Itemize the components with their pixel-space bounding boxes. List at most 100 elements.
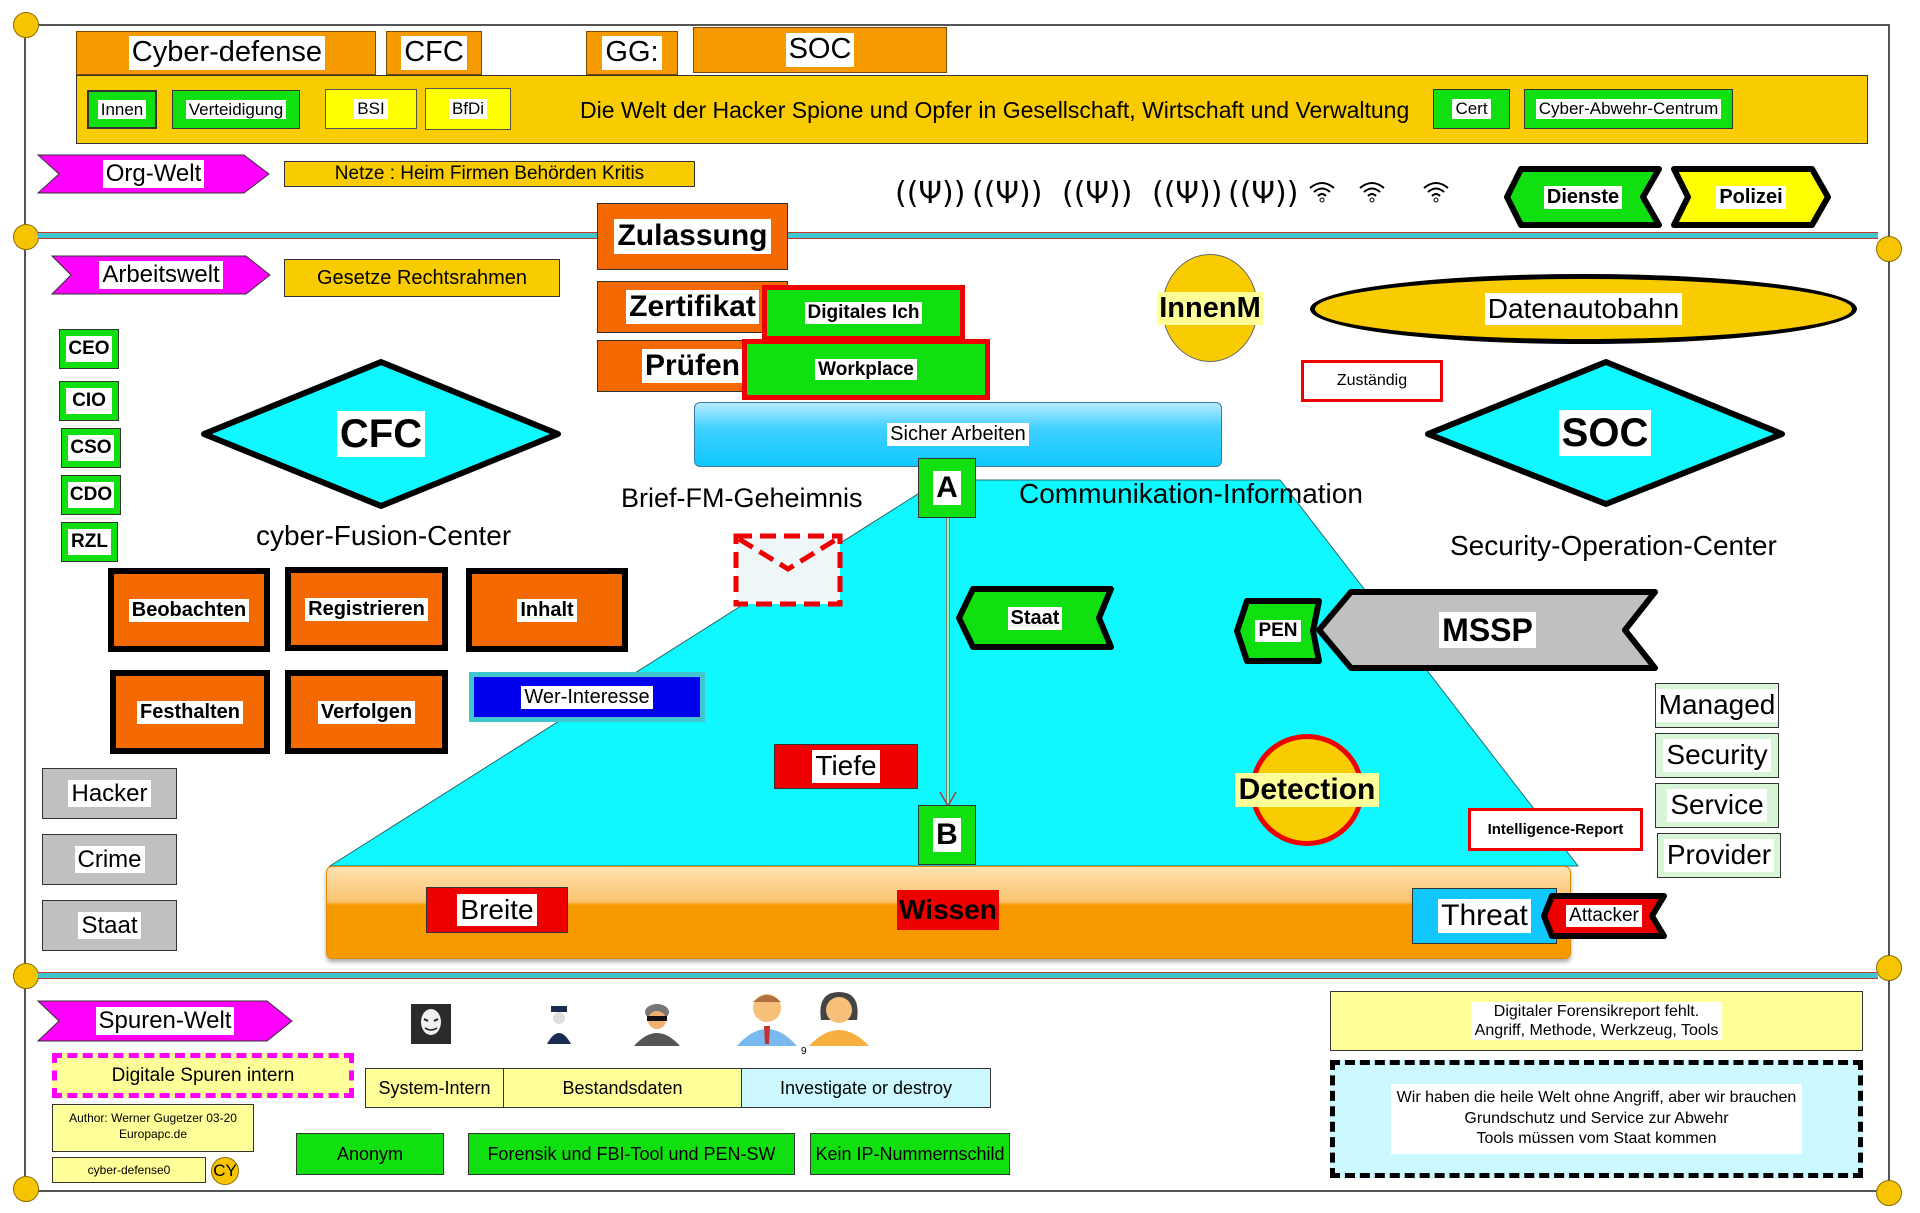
box-heile-welt: Wir haben die heile Welt ohne Angriff, a… xyxy=(1330,1060,1863,1178)
box-label: Threat xyxy=(1438,898,1531,934)
tag-attacker[interactable]: Attacker xyxy=(1540,892,1668,940)
node-label: B xyxy=(933,817,961,853)
box-breite[interactable]: Breite xyxy=(426,887,568,933)
note-label: Netze : Heim Firmen Behörden Kritis xyxy=(334,163,645,184)
tag-dienste[interactable]: Dienste xyxy=(1503,165,1663,229)
author-box: Author: Werner Gugetzer 03-20 Europapc.d… xyxy=(52,1104,254,1152)
green-kein-ip[interactable]: Kein IP-Nummernschild xyxy=(810,1133,1010,1175)
role-ceo[interactable]: CEO xyxy=(59,329,119,369)
tag-staat[interactable]: Staat xyxy=(955,585,1115,651)
box-wer-interesse[interactable]: Wer-Interesse xyxy=(469,672,705,722)
file-name-box: cyber-defense0 xyxy=(52,1157,206,1183)
green-label: Kein IP-Nummernschild xyxy=(815,1143,1005,1164)
process-zulassung[interactable]: Zulassung xyxy=(597,203,788,270)
box-workplace[interactable]: Workplace xyxy=(742,339,990,400)
diamond-cfc[interactable]: CFC xyxy=(200,358,562,510)
connector-a-b xyxy=(946,517,950,803)
frame-node[interactable] xyxy=(1876,955,1902,981)
chip-verteidigung[interactable]: Verteidigung xyxy=(172,90,300,129)
logo-label: CY xyxy=(213,1161,237,1180)
box-zustaendig[interactable]: Zuständig xyxy=(1301,360,1443,402)
role-label: CSO xyxy=(70,437,112,458)
process-zertifikat[interactable]: Zertifikat xyxy=(597,281,788,333)
mssp-word: Provider xyxy=(1663,839,1775,872)
table-spuren: System-Intern Bestandsdaten Investigate … xyxy=(365,1068,991,1108)
green-forensik[interactable]: Forensik und FBI-Tool und PEN-SW xyxy=(468,1133,795,1175)
header-tab-cfc[interactable]: CFC xyxy=(386,31,482,75)
source-hacker[interactable]: Hacker xyxy=(42,768,177,819)
frame-node[interactable] xyxy=(13,1176,39,1202)
circle-label: InnenM xyxy=(1157,291,1263,325)
source-label: Hacker xyxy=(68,779,151,808)
frame-node[interactable] xyxy=(13,224,39,250)
tag-pen[interactable]: PEN xyxy=(1233,597,1323,665)
box-digitales-ich[interactable]: Digitales Ich xyxy=(762,285,965,341)
action-verfolgen[interactable]: Verfolgen xyxy=(285,670,448,754)
header-tab-cyber-defense[interactable]: Cyber-defense xyxy=(76,31,376,75)
box-label: Digitale Spuren intern xyxy=(111,1064,295,1086)
tag-polizei[interactable]: Polizei xyxy=(1670,165,1832,229)
circle-innenm[interactable]: InnenM xyxy=(1157,254,1263,362)
frame-node[interactable] xyxy=(13,12,39,38)
role-cdo[interactable]: CDO xyxy=(61,475,121,515)
envelope-icon[interactable] xyxy=(733,533,843,607)
box-sicher-arbeiten[interactable]: Sicher Arbeiten xyxy=(694,402,1222,467)
mssp-word: Managed xyxy=(1655,689,1779,722)
action-registrieren[interactable]: Registrieren xyxy=(285,567,448,651)
box-threat[interactable]: Threat xyxy=(1412,888,1557,944)
note-line: Wir haben die heile Welt ohne Angriff, a… xyxy=(1396,1088,1797,1106)
action-beobachten[interactable]: Beobachten xyxy=(108,568,270,652)
header-tab-gg[interactable]: GG: xyxy=(586,31,678,75)
role-cio[interactable]: CIO xyxy=(59,381,119,421)
role-cso[interactable]: CSO xyxy=(61,428,121,468)
chip-label: BfDi xyxy=(448,99,488,119)
table-cell: System-Intern xyxy=(366,1069,504,1107)
tag-arbeitswelt[interactable]: Arbeitswelt xyxy=(51,255,271,295)
diamond-label: SOC xyxy=(1558,410,1652,456)
report-line: Angriff, Methode, Werkzeug, Tools xyxy=(1474,1022,1719,1039)
tag-mssp[interactable]: MSSP xyxy=(1315,588,1660,672)
box-label: Tiefe xyxy=(812,750,880,783)
box-wissen[interactable]: Wissen xyxy=(897,890,999,930)
node-b[interactable]: B xyxy=(918,805,976,865)
box-forensikreport: Digitaler Forensikreport fehlt. Angriff,… xyxy=(1330,991,1863,1051)
man-icon xyxy=(737,994,797,1046)
chip-label: Cert xyxy=(1452,99,1491,119)
green-label: Anonym xyxy=(336,1143,404,1164)
note-line: Grundschutz und Service zur Abwehr xyxy=(1464,1109,1729,1127)
frame-right xyxy=(1888,24,1890,1192)
source-label: Crime xyxy=(74,845,145,874)
process-label: Prüfen xyxy=(641,348,743,384)
box-digitale-spuren[interactable]: Digitale Spuren intern xyxy=(52,1053,354,1098)
antenna-icon: ((Ψ)) xyxy=(895,176,966,211)
tag-label: Staat xyxy=(1007,606,1063,630)
tag-spuren-welt[interactable]: Spuren-Welt xyxy=(37,1000,293,1042)
tag-org-welt[interactable]: Org-Welt xyxy=(37,154,270,194)
chip-bsi[interactable]: BSI xyxy=(325,89,417,129)
source-crime[interactable]: Crime xyxy=(42,834,177,885)
node-a[interactable]: A xyxy=(918,458,976,518)
frame-node[interactable] xyxy=(13,963,39,989)
mssp-word: Security xyxy=(1663,739,1771,772)
action-festhalten[interactable]: Festhalten xyxy=(110,670,270,754)
frame-bottom xyxy=(25,1190,1890,1192)
chip-innen[interactable]: Innen xyxy=(87,90,157,129)
ellipse-datenautobahn[interactable]: Datenautobahn xyxy=(1310,274,1857,344)
frame-node[interactable] xyxy=(1876,1180,1902,1206)
chip-bfdi[interactable]: BfDi xyxy=(425,88,511,130)
chip-cyber-abwehr-centrum[interactable]: Cyber-Abwehr-Centrum xyxy=(1524,89,1733,129)
header-tab-soc[interactable]: SOC xyxy=(693,27,947,73)
action-inhalt[interactable]: Inhalt xyxy=(466,568,628,652)
source-label: Staat xyxy=(78,911,141,940)
circle-detection[interactable]: Detection xyxy=(1234,734,1380,846)
box-tiefe[interactable]: Tiefe xyxy=(774,744,918,789)
green-anonym[interactable]: Anonym xyxy=(296,1133,444,1175)
frame-node[interactable] xyxy=(1876,236,1902,262)
source-staat[interactable]: Staat xyxy=(42,900,177,951)
role-rzl[interactable]: RZL xyxy=(61,522,118,562)
diamond-soc[interactable]: SOC xyxy=(1424,358,1786,508)
frame-left xyxy=(24,24,26,1192)
chip-cert[interactable]: Cert xyxy=(1433,89,1510,129)
ellipse-label: Datenautobahn xyxy=(1484,292,1683,326)
box-intelligence-report[interactable]: Intelligence-Report xyxy=(1468,808,1643,851)
